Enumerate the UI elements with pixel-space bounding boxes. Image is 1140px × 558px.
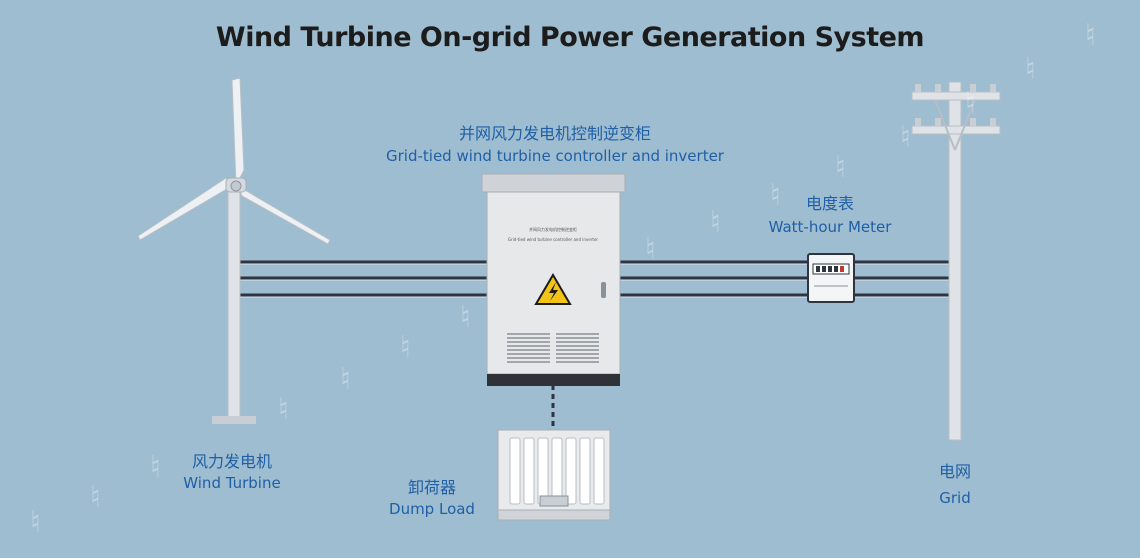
watermark-mark: ♮ [340,362,351,397]
high-voltage-warning-icon [534,273,572,305]
grid-label-en: Grid [939,489,971,507]
watermark-mark: ♮ [30,505,41,540]
watermark-mark: ♮ [900,120,911,155]
watermark-mark: ♮ [90,480,101,515]
cabinet-panel-text-en: Grid-tied wind turbine controller and in… [508,237,598,242]
diagram-title: Wind Turbine On-grid Power Generation Sy… [215,22,925,53]
turbine-label-en: Wind Turbine [183,474,281,492]
watt-hour-meter [807,253,855,303]
controller-label-cn: 并网风力发电机控制逆变柜 [458,124,651,143]
grid-label: 电网 Grid [915,458,995,507]
meter-label-en: Watt-hour Meter [768,218,892,236]
watermark-mark: ♮ [460,300,471,335]
cabinet-vents [507,333,599,363]
controller-label-en: Grid-tied wind turbine controller and in… [386,147,724,165]
grid-label-cn: 电网 [938,462,971,481]
watermark-mark: ♮ [645,232,656,267]
wind-turbine [137,77,331,424]
watermark-mark: ♮ [835,150,846,185]
watermark-mark: ♮ [710,205,721,240]
watermark-mark: ♮ [278,392,289,427]
utility-pole [911,81,1001,441]
watermark-mark: ♮ [400,330,411,365]
watermark-mark: ♮ [965,86,976,121]
dump-load-label-en: Dump Load [389,500,475,518]
controller-cabinet: 并网风力发电机控制逆变柜 Grid-tied wind turbine cont… [481,173,626,386]
dump-load-label-cn: 卸荷器 [407,478,456,497]
watermark-mark: ♮ [150,450,161,485]
dump-load-unit [497,429,611,521]
controller-label: 并网风力发电机控制逆变柜 Grid-tied wind turbine cont… [380,120,730,165]
watermark-mark: ♮ [1025,52,1036,87]
turbine-label-cn: 风力发电机 [191,452,272,471]
cabinet-panel-text-cn: 并网风力发电机控制逆变柜 [529,226,577,232]
turbine-label: 风力发电机 Wind Turbine [170,448,294,492]
watermark-mark: ♮ [770,178,781,213]
meter-label-cn: 电度表 [805,194,854,213]
watermark-mark: ♮ [1085,18,1096,53]
dump-load-label: 卸荷器 Dump Load [380,474,484,518]
meter-label: 电度表 Watt-hour Meter [760,190,900,236]
